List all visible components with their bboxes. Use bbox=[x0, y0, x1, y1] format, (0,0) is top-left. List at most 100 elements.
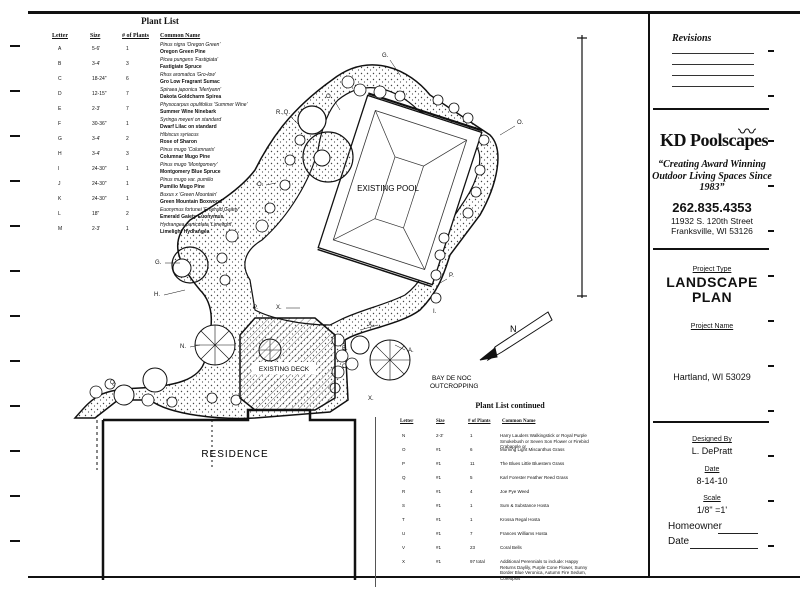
address-line-2: Franksville, WI 53126 bbox=[671, 226, 753, 236]
plant-letter: M bbox=[58, 226, 63, 232]
residence-outline bbox=[101, 408, 357, 470]
plant-letter: H bbox=[58, 151, 62, 157]
plant-size: 18" bbox=[92, 211, 100, 217]
plant-letter: P bbox=[402, 461, 406, 466]
plant-common: Frances Williams Hosta bbox=[500, 531, 548, 536]
company-tagline: “Creating Award Winning Outdoor Living S… bbox=[652, 159, 772, 193]
plant-letter: T bbox=[402, 517, 405, 522]
svg-text:R.,Q.: R.,Q. bbox=[276, 110, 290, 116]
plant-num: 7 bbox=[126, 91, 129, 97]
plant-letter: K bbox=[58, 196, 62, 202]
plant-letter: A bbox=[58, 46, 62, 52]
plant-common: Rose of Sharon bbox=[160, 139, 197, 145]
plant-letter: C bbox=[58, 76, 62, 82]
plant-common: Sum & Substance Hosta bbox=[500, 503, 550, 508]
plant-num: 1 bbox=[126, 166, 129, 172]
plant-list-title: Plant List bbox=[141, 16, 179, 26]
revision-line bbox=[672, 86, 754, 87]
plant-size: 18-24" bbox=[92, 76, 107, 82]
plant-size: 2-3' bbox=[436, 433, 444, 438]
plant-list-continued-title: Plant List continued bbox=[475, 401, 545, 410]
plant-size: 2-3' bbox=[92, 226, 101, 232]
project-type-label: Project Type bbox=[692, 266, 732, 273]
deck-label: EXISTING DECK bbox=[259, 366, 310, 373]
svg-text:X.: X. bbox=[368, 396, 374, 402]
plant-size: #1 bbox=[436, 489, 442, 494]
plant-size: 3-4' bbox=[92, 61, 101, 67]
plant-size: 3-4' bbox=[92, 136, 101, 142]
plant-letter: G bbox=[58, 136, 62, 142]
plant-num: 5 bbox=[470, 475, 473, 480]
plant-letter: B bbox=[58, 61, 62, 67]
designed-by-label: Designed By bbox=[692, 436, 732, 443]
plant-num: 1 bbox=[126, 181, 129, 187]
plant-callouts: G.O. R.,Q.O. O.G. H.P. X.X. N.P. Q.A. X.… bbox=[110, 53, 524, 402]
plant-common: Pumilio Mugo Pine bbox=[160, 184, 205, 190]
title-block-separator bbox=[653, 108, 769, 110]
date-label: Date bbox=[704, 466, 720, 473]
plant-letter: X bbox=[402, 559, 406, 564]
plant-common: Additional Perennials to include: Happy … bbox=[500, 559, 588, 581]
plant-botanical: Rhus aromatica 'Gro-low' bbox=[160, 72, 216, 78]
plant-size: 2-3' bbox=[92, 106, 101, 112]
plant-botanical: Pinus nigra 'Oregon Green' bbox=[160, 42, 221, 48]
plant-size: #1 bbox=[436, 545, 442, 550]
svg-text:O.: O. bbox=[257, 182, 264, 188]
plant-size: #1 bbox=[436, 503, 442, 508]
homeowner-label: Homeowner bbox=[668, 521, 722, 532]
homeowner-date-label: Date bbox=[668, 536, 690, 547]
outcrop-label-2: OUTCROPPING bbox=[430, 383, 478, 390]
revision-line bbox=[672, 75, 754, 76]
plant-size: 24-30" bbox=[92, 196, 107, 202]
plant-botanical: Hibiscus syriacus bbox=[160, 132, 199, 138]
plant-botanical: Euonymus fortunei 'Emerald Gaiety' bbox=[160, 207, 240, 213]
plant-botanical: Buxus x 'Green Mountain' bbox=[160, 192, 217, 198]
plant-num: 7 bbox=[126, 106, 129, 112]
plant-num: 1 bbox=[126, 121, 129, 127]
residence-label: RESIDENCE bbox=[201, 449, 268, 460]
plant-size: 30-36" bbox=[92, 121, 107, 127]
plant-letter: R bbox=[402, 489, 406, 494]
title-block-separator bbox=[653, 248, 769, 250]
homeowner-signature-line bbox=[718, 533, 758, 534]
project-type-line-2: PLAN bbox=[691, 289, 733, 305]
revision-line bbox=[672, 64, 754, 65]
plant-common: Coral Bells bbox=[500, 545, 522, 550]
plant-letter: J bbox=[58, 181, 61, 187]
svg-text:O.: O. bbox=[517, 120, 524, 126]
plant-common: The Blues Little Bluestem Grass bbox=[500, 461, 565, 466]
plant-common: Green Mountain Boxwood bbox=[160, 199, 222, 205]
plant-num: 1 bbox=[470, 517, 473, 522]
plant-num: 1 bbox=[470, 433, 473, 438]
plant-list-header-common: Common Name bbox=[160, 33, 201, 39]
border-bottom bbox=[28, 576, 800, 578]
company-phone: 262.835.4353 bbox=[672, 200, 752, 215]
scale-value: 1/8" =1' bbox=[696, 505, 728, 515]
plant-size: #1 bbox=[436, 447, 442, 452]
plant-common: Karl Forester Feather Reed Grass bbox=[500, 475, 569, 480]
svg-text:X.: X. bbox=[368, 322, 374, 328]
plant-num: 2 bbox=[126, 136, 129, 142]
plant-botanical: Pinus mugo 'Montgomery' bbox=[160, 162, 218, 168]
plant-size: 3-4' bbox=[92, 151, 101, 157]
project-type-line-1: LANDSCAPE bbox=[666, 274, 758, 290]
plant-letter: F bbox=[58, 121, 62, 127]
plant-letter: L bbox=[58, 211, 61, 217]
north-label: N bbox=[510, 324, 517, 334]
plant-botanical: Spiraea japonica 'Merlyann' bbox=[160, 87, 222, 93]
plant-common: Columnar Mugo Pine bbox=[160, 154, 210, 160]
